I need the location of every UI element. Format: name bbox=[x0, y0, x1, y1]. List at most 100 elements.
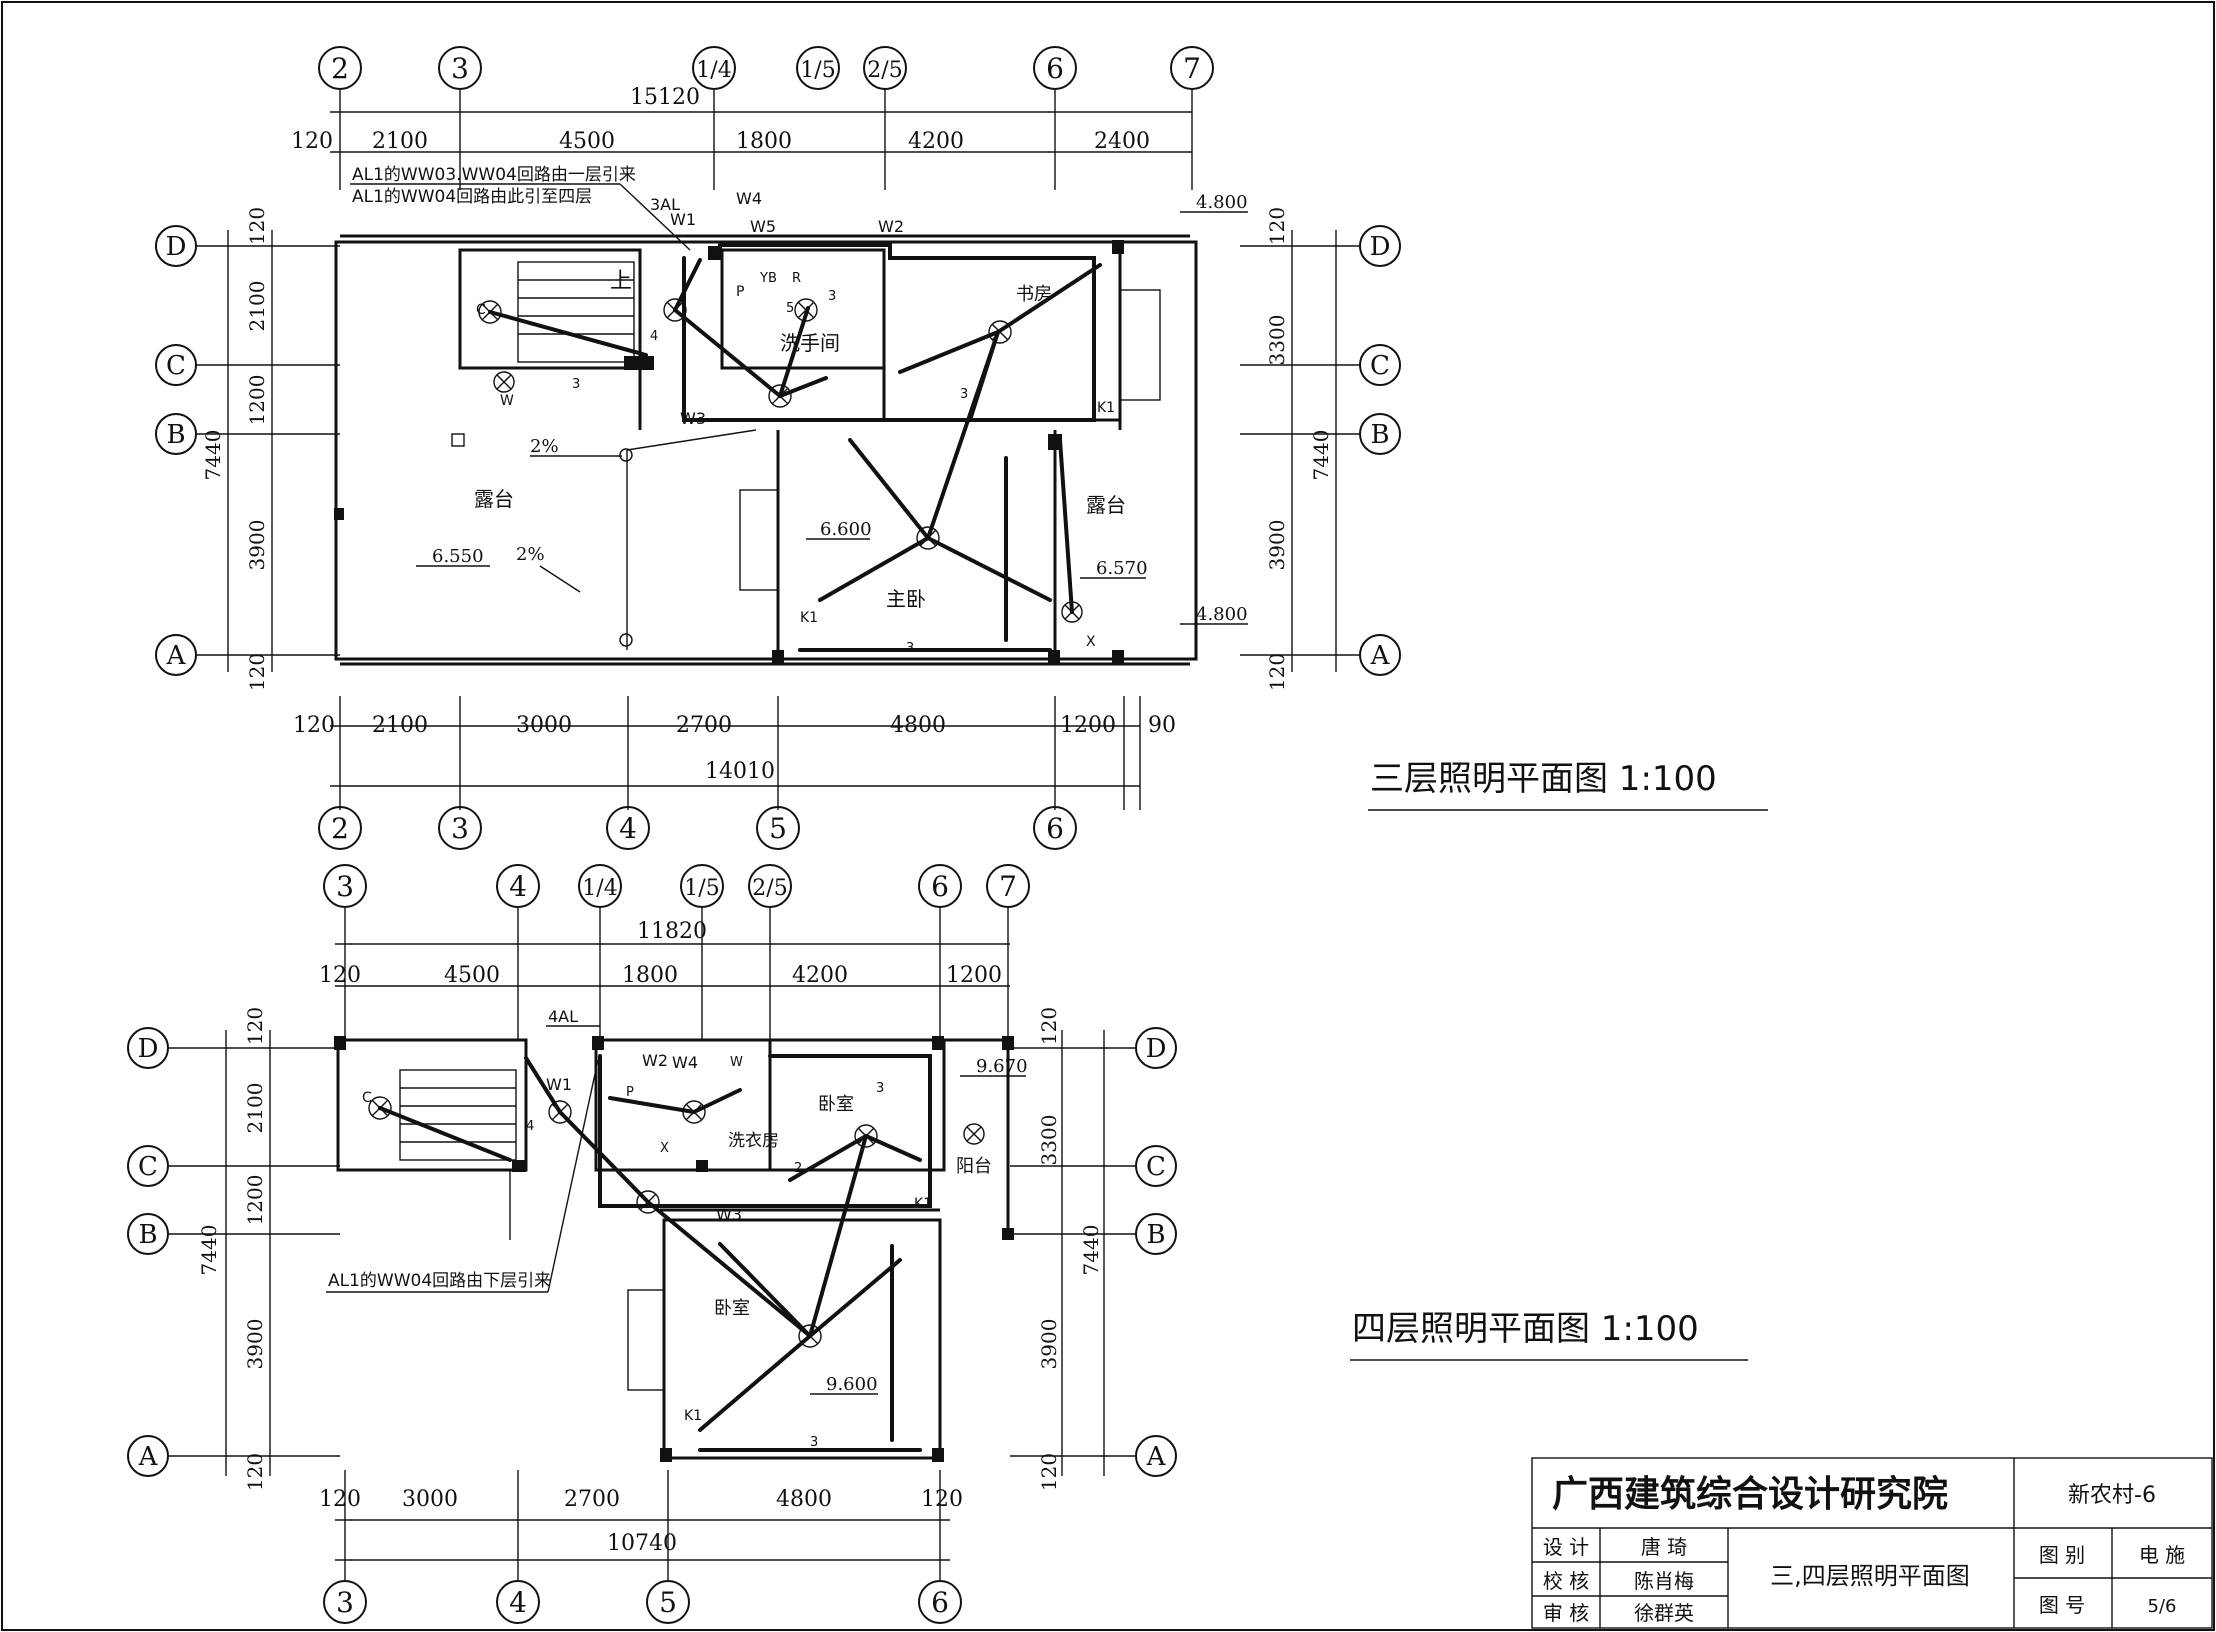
panel-label-3al: 3AL bbox=[650, 195, 680, 214]
svg-text:4200: 4200 bbox=[908, 129, 964, 154]
dims-right-3f: 120 3300 3900 120 7440 bbox=[1265, 207, 1333, 691]
axis-label: 2 bbox=[331, 52, 349, 85]
svg-text:1200: 1200 bbox=[1060, 713, 1116, 738]
svg-text:120: 120 bbox=[245, 207, 269, 245]
svg-text:2: 2 bbox=[794, 1161, 802, 1176]
room-label: 主卧 bbox=[886, 587, 926, 611]
svg-text:A: A bbox=[1370, 641, 1391, 671]
institute-name: 广西建筑综合设计研究院 bbox=[1552, 1474, 1948, 1515]
svg-text:90: 90 bbox=[1148, 713, 1176, 738]
labels-4f: W1 W2 W3 W4 4AL AL1的WW04回路由下层引来 卧室 洗衣房 阳… bbox=[326, 1007, 1028, 1450]
elevation-label: 9.670 bbox=[976, 1056, 1028, 1077]
ceiling-light-icon bbox=[916, 526, 940, 550]
wall-light-icon bbox=[1061, 601, 1083, 623]
svg-text:1/4: 1/4 bbox=[582, 876, 617, 901]
svg-text:6: 6 bbox=[1046, 812, 1064, 845]
svg-text:4: 4 bbox=[526, 1119, 534, 1134]
svg-text:120: 120 bbox=[291, 129, 333, 154]
svg-text:4: 4 bbox=[509, 1586, 527, 1619]
svg-text:图 别: 图 别 bbox=[2039, 1543, 2085, 1567]
svg-text:B: B bbox=[1370, 420, 1389, 450]
svg-text:K1: K1 bbox=[684, 1408, 702, 1424]
elevation-label: 6.600 bbox=[820, 519, 872, 540]
svg-text:4800: 4800 bbox=[776, 1487, 832, 1512]
svg-text:D: D bbox=[1146, 1034, 1167, 1064]
svg-text:C: C bbox=[476, 302, 486, 318]
elevation-label: 6.570 bbox=[1096, 558, 1148, 579]
svg-text:5/6: 5/6 bbox=[2148, 1596, 2177, 1617]
axis-label: 6 bbox=[1046, 52, 1064, 85]
svg-text:3: 3 bbox=[828, 289, 836, 304]
labels-3f: W1 W3 W2 W4 W5 上 露台 洗手间 书房 主卧 露台 6.550 6… bbox=[416, 189, 1248, 656]
svg-text:4200: 4200 bbox=[792, 963, 848, 988]
svg-text:B: B bbox=[1146, 1220, 1165, 1250]
walls-4f bbox=[336, 1038, 1010, 1460]
svg-text:W3: W3 bbox=[680, 409, 706, 428]
ceiling-light-icon bbox=[636, 1190, 660, 1214]
svg-text:图 号: 图 号 bbox=[2039, 1593, 2085, 1617]
svg-text:B: B bbox=[138, 1220, 157, 1250]
svg-text:YB: YB bbox=[759, 271, 777, 286]
svg-text:2700: 2700 bbox=[676, 713, 732, 738]
dims-left-4f: 120 2100 1200 3900 120 7440 bbox=[197, 1007, 267, 1491]
svg-text:W4: W4 bbox=[736, 189, 762, 208]
svg-text:2: 2 bbox=[331, 812, 349, 845]
wall-light-icon bbox=[963, 1123, 985, 1145]
svg-text:120: 120 bbox=[1037, 1007, 1061, 1045]
wall-light-icon bbox=[493, 371, 515, 393]
wiring-3f bbox=[488, 243, 1102, 652]
svg-text:3300: 3300 bbox=[1265, 315, 1289, 366]
svg-text:120: 120 bbox=[243, 1007, 267, 1045]
axis-bubbles-top-4f: 3 4 1/4 1/5 2/5 6 7 bbox=[323, 864, 1030, 908]
fixtures-4f bbox=[368, 1096, 985, 1348]
room-label: 阳台 bbox=[956, 1156, 992, 1177]
svg-text:C: C bbox=[1370, 351, 1390, 381]
wall-lamp-icon bbox=[619, 448, 633, 462]
svg-text:7440: 7440 bbox=[201, 430, 225, 481]
svg-text:5: 5 bbox=[786, 301, 794, 316]
svg-text:4: 4 bbox=[509, 870, 527, 903]
svg-text:1200: 1200 bbox=[243, 1175, 267, 1226]
svg-text:W5: W5 bbox=[750, 217, 776, 236]
ceiling-light-icon bbox=[768, 384, 792, 408]
svg-text:C: C bbox=[362, 1090, 372, 1106]
svg-text:徐群英: 徐群英 bbox=[1634, 1601, 1694, 1625]
svg-text:W2: W2 bbox=[642, 1051, 668, 1070]
svg-text:W1: W1 bbox=[546, 1075, 572, 1094]
svg-text:7440: 7440 bbox=[1309, 430, 1333, 481]
note-circuit-origin: AL1的WW03.WW04回路由一层引来 bbox=[352, 165, 636, 185]
svg-text:W: W bbox=[730, 1055, 743, 1070]
fourth-floor-plan: 3 4 1/4 1/5 2/5 6 7 11820 120 4500 1800 … bbox=[127, 864, 1748, 1624]
svg-text:W3: W3 bbox=[716, 1205, 742, 1224]
svg-text:B: B bbox=[166, 420, 185, 450]
svg-text:7440: 7440 bbox=[1079, 1225, 1103, 1276]
svg-text:3000: 3000 bbox=[516, 713, 572, 738]
dims-right-4f: 120 3300 3900 120 7440 bbox=[1037, 1007, 1103, 1491]
svg-text:3: 3 bbox=[906, 641, 914, 656]
axis-label: 7 bbox=[1183, 52, 1201, 85]
svg-text:2700: 2700 bbox=[564, 1487, 620, 1512]
dims-bottom-3f: 120 2100 3000 2700 4800 1200 90 14010 bbox=[293, 713, 1176, 784]
svg-text:3000: 3000 bbox=[402, 1487, 458, 1512]
ceiling-light-icon bbox=[794, 298, 818, 322]
ceiling-light-icon bbox=[854, 1124, 878, 1148]
svg-text:11820: 11820 bbox=[637, 919, 707, 944]
dims-top-4f: 120 4500 1800 4200 1200 bbox=[319, 963, 1002, 988]
wall-lamp-icon bbox=[619, 633, 633, 647]
svg-text:7: 7 bbox=[999, 870, 1017, 903]
svg-text:K1: K1 bbox=[800, 610, 818, 626]
svg-text:5: 5 bbox=[659, 1586, 677, 1619]
svg-text:4AL: 4AL bbox=[548, 1007, 578, 1026]
note-circuit-upward: AL1的WW04回路由此引至四层 bbox=[352, 187, 592, 207]
svg-text:陈肖梅: 陈肖梅 bbox=[1634, 1569, 1694, 1593]
third-floor-plan: 2 3 1/4 1/5 2/5 6 7 15120 120 2100 4500 … bbox=[155, 46, 1768, 850]
svg-text:1800: 1800 bbox=[622, 963, 678, 988]
dims-top-3f: 120 2100 4500 1800 4200 2400 bbox=[291, 129, 1150, 154]
svg-text:W2: W2 bbox=[878, 217, 904, 236]
svg-text:2100: 2100 bbox=[243, 1083, 267, 1134]
room-label: 卧室 bbox=[818, 1094, 854, 1115]
svg-text:3: 3 bbox=[336, 870, 354, 903]
svg-text:P: P bbox=[626, 1085, 634, 1100]
axis-label: 2/5 bbox=[867, 58, 902, 83]
